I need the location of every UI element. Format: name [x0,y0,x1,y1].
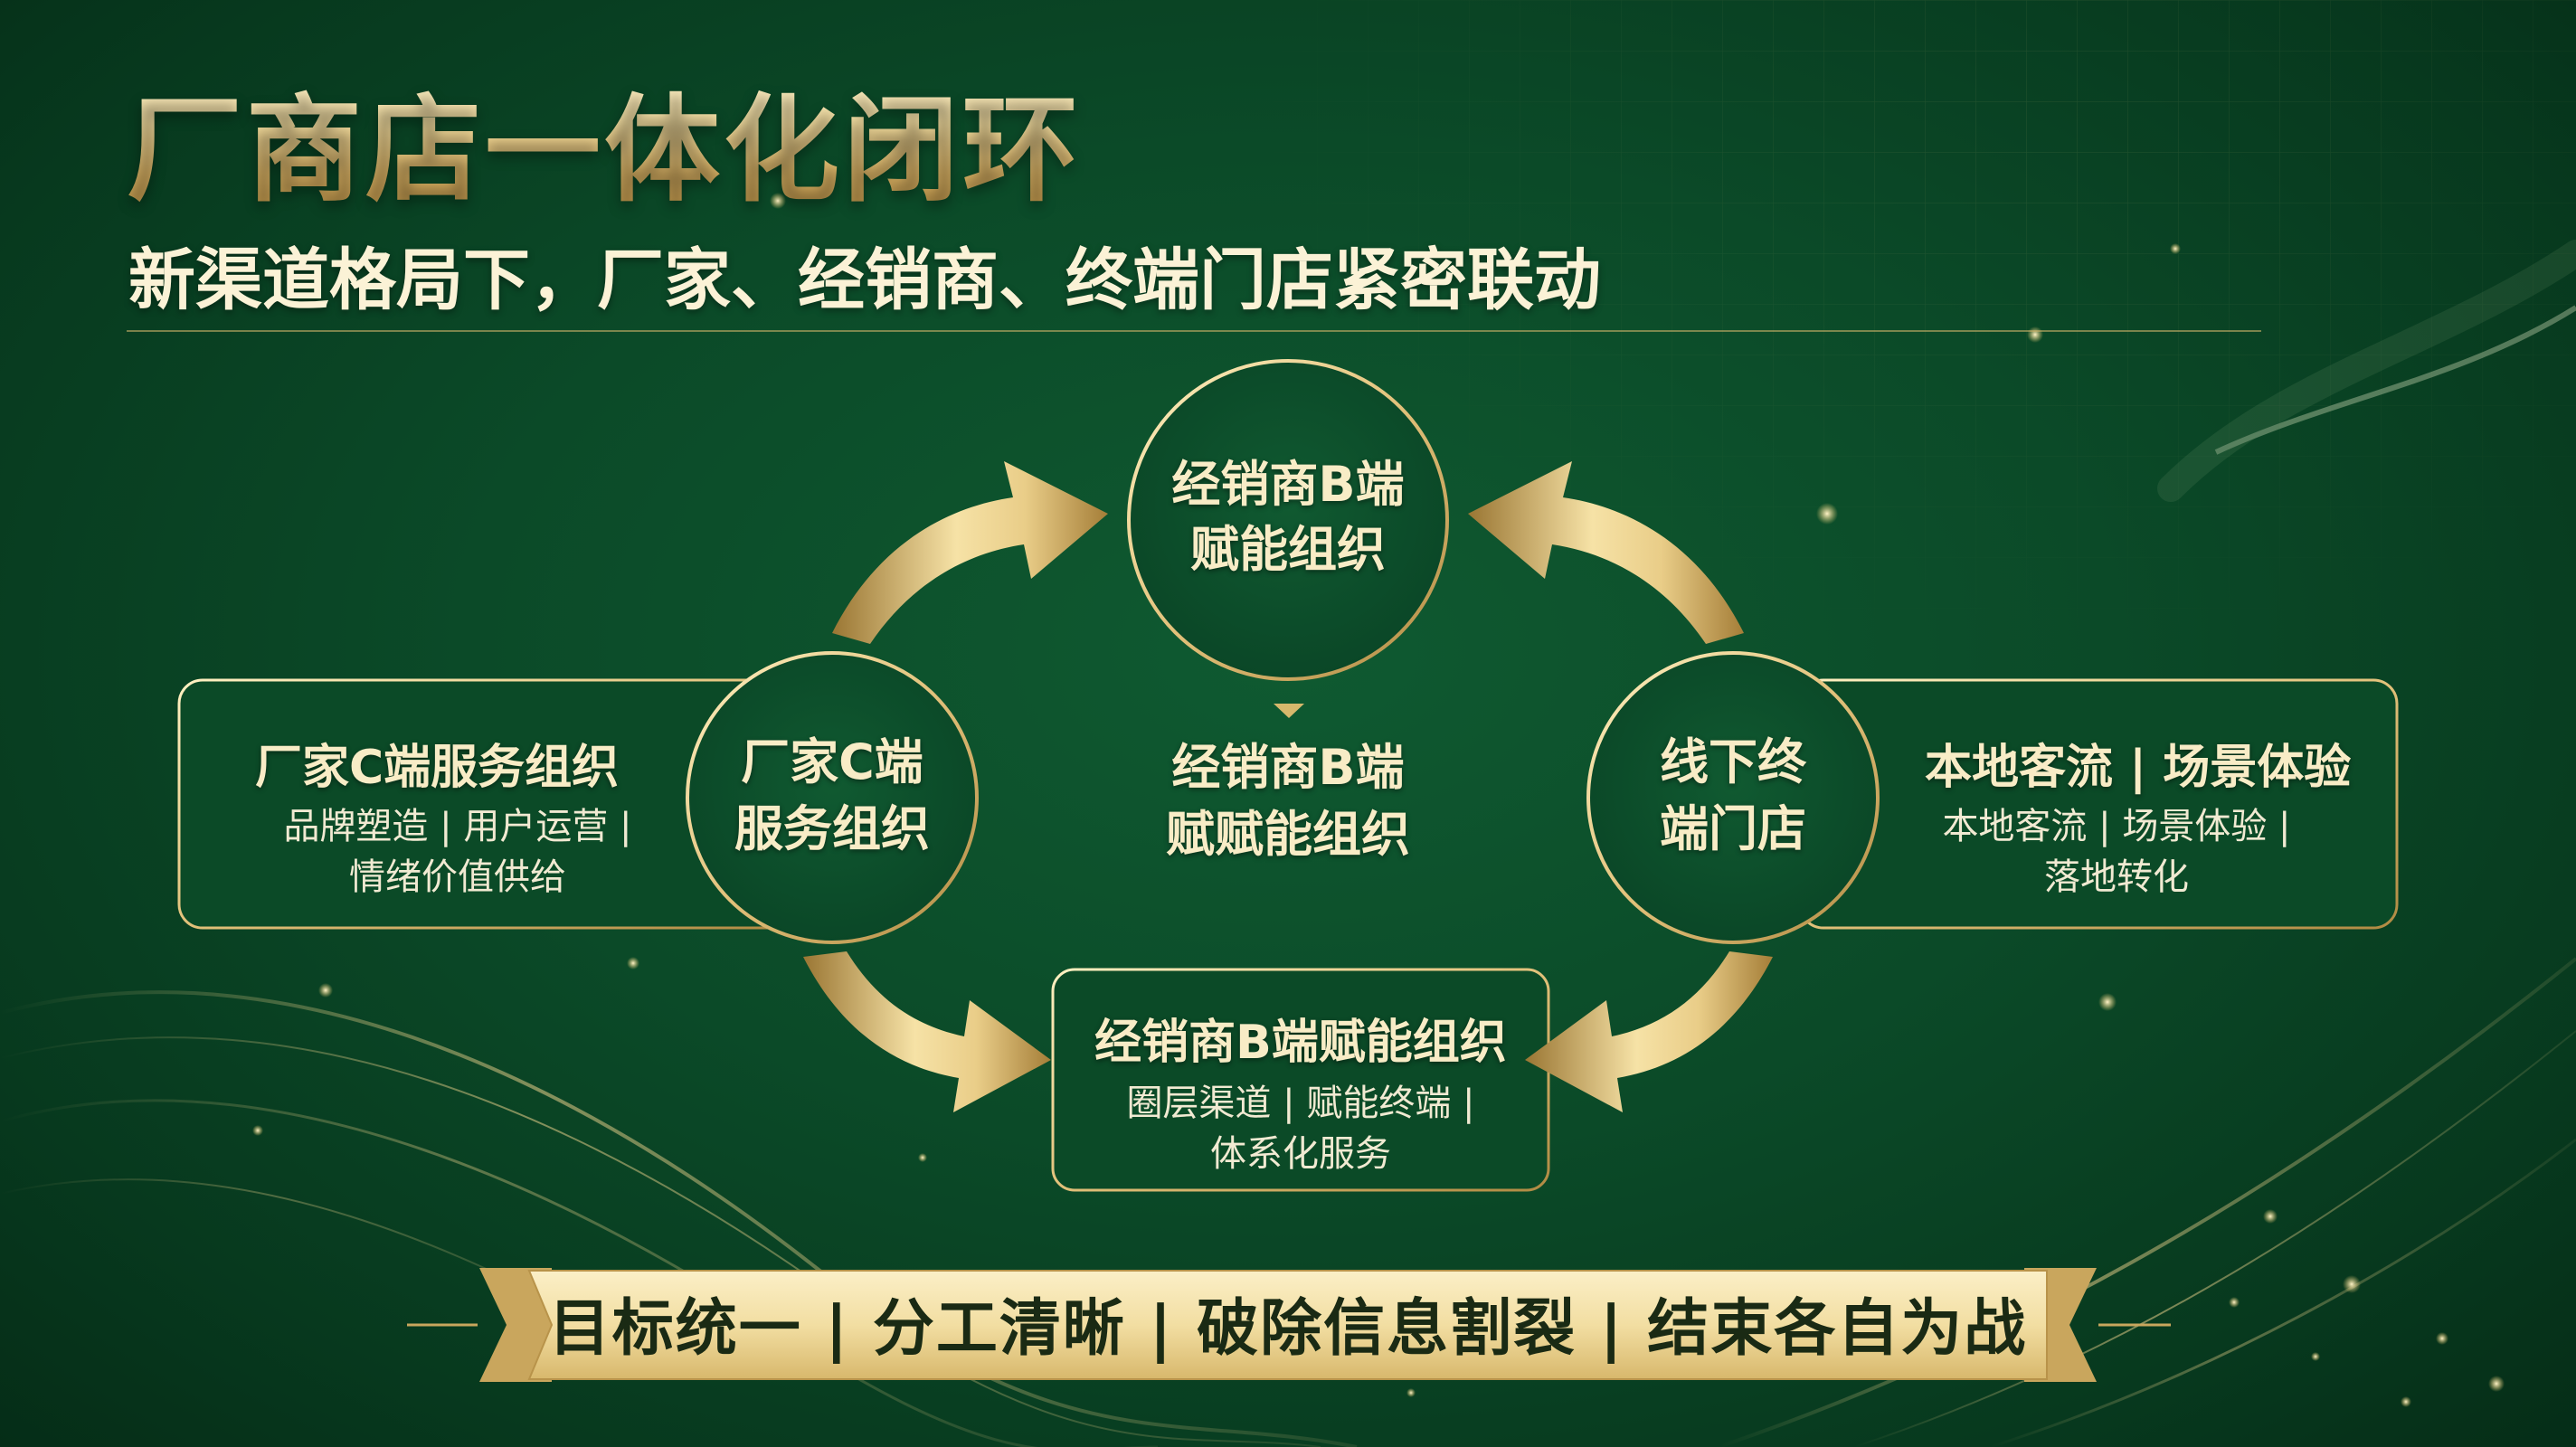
top-node-circle [1127,359,1449,681]
left-card-desc-line2: 情绪价值供给 [349,856,566,898]
top-node-line1: 经销商B端 [1171,456,1405,513]
decorative-waves-right [1718,957,2576,1447]
left-node-label: 厂家C端 服务组织 [706,729,959,863]
arrow-left-to-top [832,461,1108,644]
right-card-description: 本地客流 | 场景体验 | 落地转化 [1927,801,2306,903]
bottom-info-card [1051,968,1550,1192]
bottom-banner-text: 目标统一 | 分工清晰 | 破除信息割裂 | 结束各自为战 [548,1293,2028,1365]
center-label: 经销商B端 赋赋能组织 [1107,734,1469,868]
top-node-line2: 赋能组织 [1190,521,1386,578]
right-node-circle [1586,651,1880,944]
bottom-card-desc-line2: 体系化服务 [1210,1133,1391,1175]
right-node-line1: 线下终 [1660,733,1806,790]
top-node-label: 经销商B端 赋能组织 [1143,452,1433,582]
page-subtitle: 新渠道格局下，厂家、经销商、终端门店紧密联动 [128,241,1601,319]
right-card-desc-line2: 落地转化 [2044,856,2189,898]
right-card-title: 本地客流 | 场景体验 [1925,741,2352,795]
arrow-left-to-bottom [803,951,1051,1112]
right-node-label: 线下终 端门店 [1606,729,1860,863]
center-line2: 赋赋能组织 [1166,806,1410,863]
arrow-right-to-bottom [1525,951,1773,1112]
title-divider [127,193,2261,332]
left-card-description: 品牌塑造 | 用户运营 | 情绪价值供给 [268,801,648,903]
center-marker-icon [1274,704,1304,718]
bottom-card-title: 经销商B端赋能组织 [1094,1016,1507,1070]
left-card-desc-line1: 品牌塑造 | 用户运营 | [283,806,632,847]
bottom-banner [407,1268,2171,1382]
left-card-title: 厂家C端服务组织 [255,741,620,795]
decorative-swirl [2157,240,2576,502]
bottom-card-desc-line1: 圈层渠道 | 赋能终端 | [1126,1083,1475,1124]
page-title: 厂商店一体化闭环 [127,56,1082,223]
left-node-line1: 厂家C端 [741,733,923,790]
left-node-line2: 服务组织 [734,800,930,857]
right-node-line2: 端门店 [1660,800,1806,857]
left-node-circle [686,651,979,944]
center-line1: 经销商B端 [1171,739,1405,796]
bottom-card-description: 圈层渠道 | 赋能终端 | 体系化服务 [1102,1078,1500,1179]
right-card-desc-line1: 本地客流 | 场景体验 | [1942,806,2291,847]
arrow-right-to-top [1468,461,1744,644]
